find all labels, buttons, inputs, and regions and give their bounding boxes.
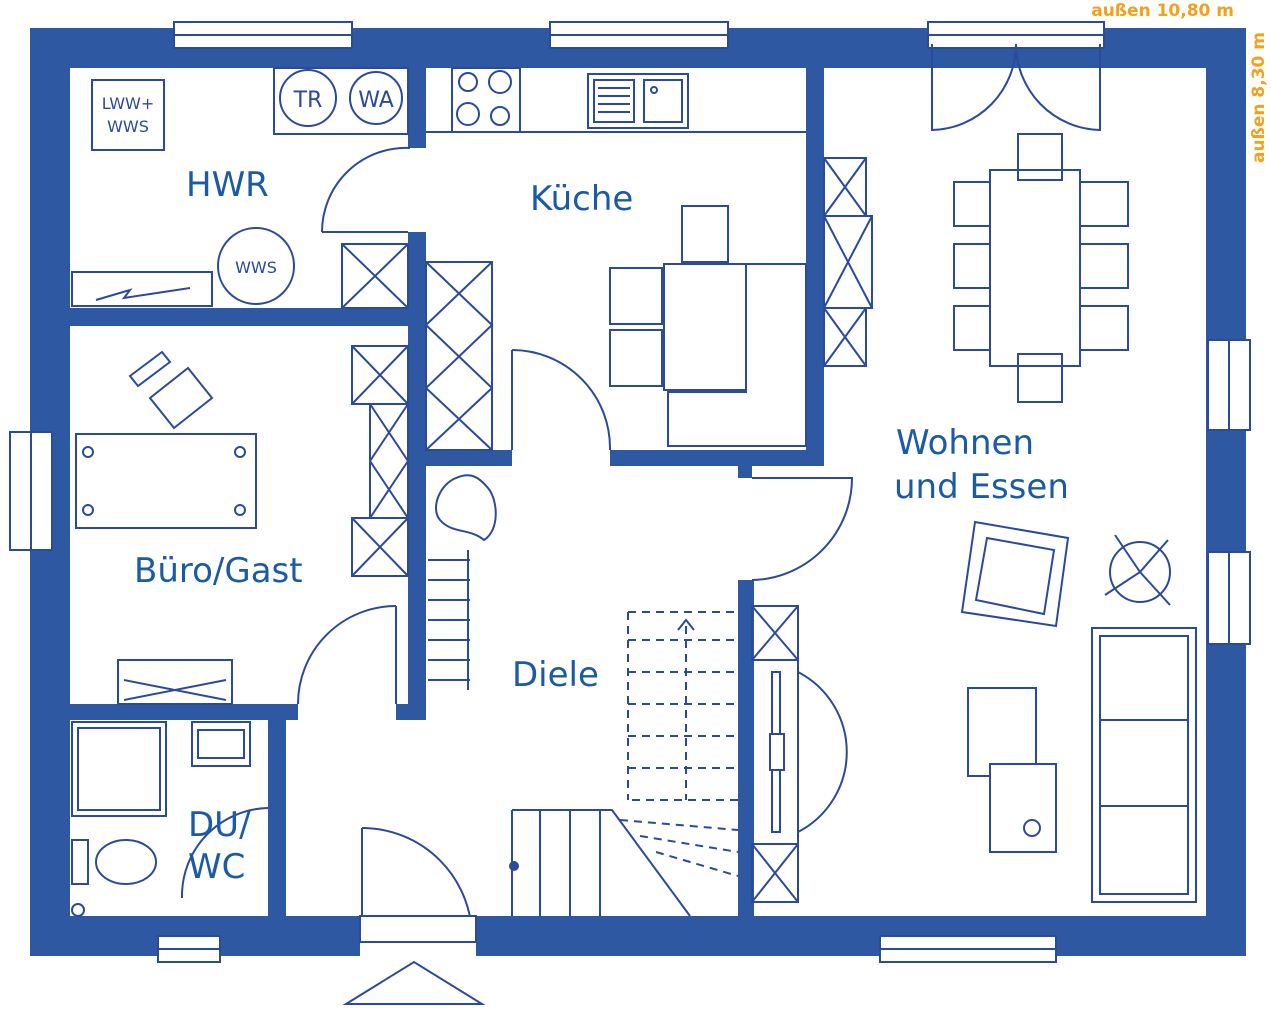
doors: [180, 43, 1101, 1005]
kitchen-fixtures: [426, 67, 807, 447]
bath-fixtures: [71, 721, 251, 917]
dimension-depth: außen 8,30 m: [1249, 32, 1269, 163]
room-label-buero: Büro/Gast: [134, 551, 303, 591]
cupboards: [341, 157, 873, 903]
room-label-wohnen-1: Wohnen: [896, 423, 1034, 463]
windows: [9, 21, 1251, 963]
dimension-width: außen 10,80 m: [1091, 1, 1234, 21]
dryer-label: TR: [293, 88, 323, 113]
room-label-diele: Diele: [512, 655, 599, 695]
staircase: [428, 474, 739, 917]
room-label-wohnen-2: und Essen: [894, 467, 1069, 507]
heatpump-label-2: WWS: [107, 117, 149, 136]
room-label-du-1: DU/: [188, 805, 251, 845]
living-fixtures: [953, 133, 1197, 903]
walls: [30, 28, 1246, 956]
washer-label: WA: [358, 88, 394, 113]
office-fixtures: [75, 350, 257, 705]
room-label-kueche: Küche: [530, 179, 633, 219]
room-label-du-2: WC: [188, 847, 245, 887]
room-label-hwr: HWR: [186, 165, 269, 205]
water-storage-label: WWS: [235, 258, 277, 277]
heatpump-label-1: LWW+: [102, 94, 155, 113]
hwr-fixtures: LWW+ WWS TR WA WWS: [71, 67, 409, 307]
